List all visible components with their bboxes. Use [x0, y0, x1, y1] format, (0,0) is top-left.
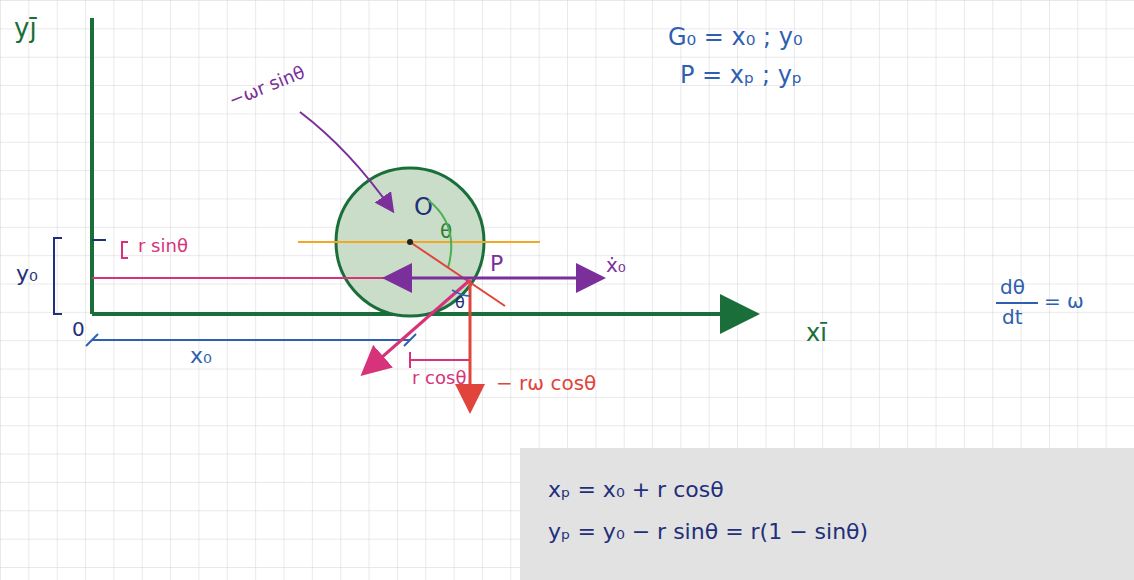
fraction-denominator: dt: [1002, 306, 1023, 328]
axis-label: xī: [806, 320, 827, 346]
dimension-label: r sinθ: [138, 236, 188, 256]
velocity-label: ẋ₀: [606, 254, 626, 276]
axis-label: yj̄: [14, 14, 37, 43]
node-text: θ: [440, 220, 452, 242]
equation-box: xₚ = x₀ + r cosθ yₚ = y₀ − r sinθ = r(1 −…: [520, 448, 1134, 580]
dimension-label: r cosθ: [412, 368, 466, 388]
velocity-label: − rω cosθ: [496, 372, 596, 394]
point-definition: P = xₚ ; yₚ: [680, 62, 802, 88]
node-text: yₚ = y₀ − r sinθ = r(1 − sinθ): [548, 520, 868, 544]
equation-label: = ω: [1044, 290, 1084, 312]
fraction-numerator: dθ: [1000, 276, 1025, 298]
dimension-label: x₀: [190, 344, 212, 368]
angle-label: θ: [455, 294, 465, 312]
point-definition: G₀ = x₀ ; y₀: [668, 24, 803, 50]
node-text: O: [414, 194, 433, 220]
node-text: xₚ = x₀ + r cosθ: [548, 478, 724, 502]
point-label: P: [490, 252, 503, 276]
origin-label: 0: [72, 318, 85, 340]
dimension-label: y₀: [16, 262, 38, 286]
